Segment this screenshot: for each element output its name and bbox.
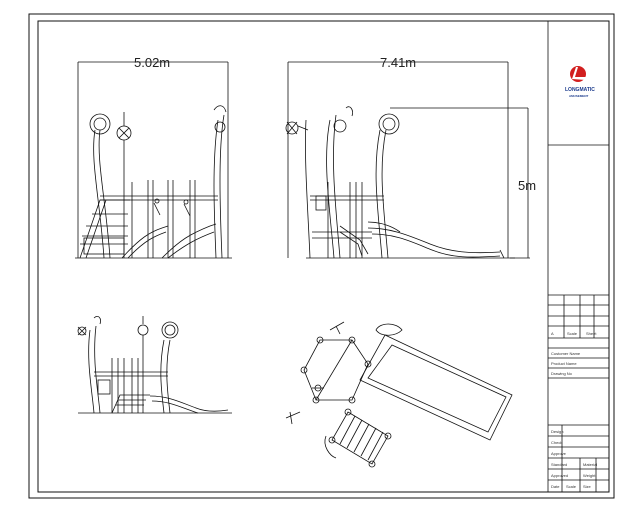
tb-approve: Approve [551, 451, 567, 456]
rear-view [77, 316, 232, 414]
plan-view [285, 321, 513, 468]
dimension-side-width: 7.41m [380, 55, 416, 70]
side-view [285, 61, 530, 259]
tb-drawing-no: Drawing No [551, 371, 573, 376]
tb-cell-sheet: Sheet [586, 331, 597, 336]
dimension-height: 5m [518, 178, 536, 193]
tb-date: Date [551, 484, 560, 489]
tb-cell-a: A [551, 331, 554, 336]
inner-border [37, 20, 610, 493]
tb-weight: Weight [583, 473, 596, 478]
title-block-text: A Scale Sheet Customer Name Product Name… [551, 331, 597, 489]
outer-border [28, 13, 615, 499]
tb-approved: Approved [551, 473, 568, 478]
tb-scale: Scale [566, 484, 577, 489]
logo-name: LONGMATIC [565, 87, 595, 93]
front-view [75, 61, 232, 259]
tb-material: Material [583, 462, 597, 467]
logo-tagline: AMUSEMENT [569, 94, 589, 98]
tb-standard: Standard [551, 462, 567, 467]
company-logo: LONGMATIC AMUSEMENT [565, 66, 595, 98]
tb-cell-scale: Scale [567, 331, 578, 336]
tb-size: Size [583, 484, 592, 489]
tb-product-name: Product Name [551, 361, 577, 366]
title-block [547, 21, 609, 492]
dimension-front-width: 5.02m [134, 55, 170, 70]
tb-design: Design [551, 429, 563, 434]
tb-check: Check [551, 440, 562, 445]
tb-customer-name: Customer Name [551, 351, 581, 356]
